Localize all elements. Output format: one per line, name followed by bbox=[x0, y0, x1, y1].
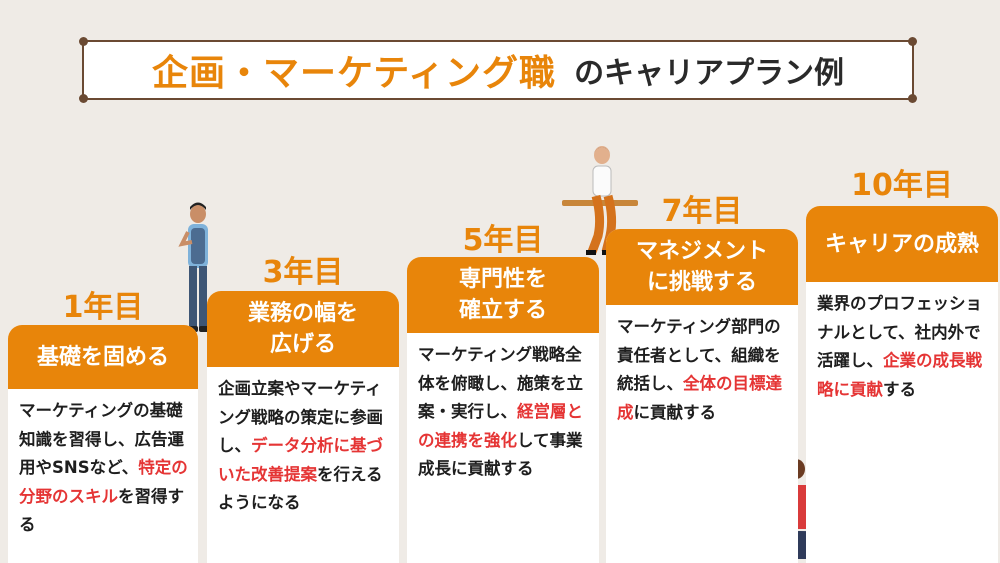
corner-dot bbox=[79, 37, 88, 46]
step-heading-line: キャリアの成熟 bbox=[824, 231, 979, 257]
step-heading: 基礎を固める bbox=[8, 325, 198, 389]
step-description: マーケティングの基礎知識を習得し、広告運用やSNSなど、特定の分野のスキルを習得… bbox=[8, 389, 198, 540]
year-label: 5年目 bbox=[462, 223, 544, 258]
step-highlight-text: 経営層との連携を強化 bbox=[418, 402, 583, 450]
step-description: 企画立案やマーケティング戦略の策定に参画し、データ分析に基づいた改善提案を行える… bbox=[207, 367, 399, 518]
year-label: 3年目 bbox=[262, 255, 344, 290]
step-heading-line: 専門性を bbox=[458, 267, 547, 292]
step-text: して事業成長に貢献する bbox=[418, 430, 583, 479]
step-heading: キャリアの成熟 bbox=[806, 206, 998, 282]
step-text: に貢献する bbox=[633, 402, 717, 422]
step-highlight-text: 企業の成長戦略に貢献 bbox=[817, 351, 982, 399]
step-heading-line: 広げる bbox=[269, 332, 336, 357]
step-heading-line: マネジメント bbox=[635, 239, 768, 264]
corner-dot bbox=[908, 94, 917, 103]
step-heading: マネジメント に挑戦する bbox=[606, 229, 798, 305]
step-highlight-text: 特定の分野のスキル bbox=[19, 458, 188, 506]
step-text: する bbox=[883, 379, 916, 399]
step-text: マーケティング戦略全体を俯瞰し、施策を立案・実行し、 bbox=[418, 345, 583, 421]
step-text: マーケティングの基礎知識を習得し、広告運用やSNSなど、 bbox=[19, 401, 184, 477]
step-text: を行えるようになる bbox=[218, 464, 383, 513]
career-step-card: 専門性を 確立する マーケティング戦略全体を俯瞰し、施策を立案・実行し、経営層と… bbox=[407, 257, 599, 563]
step-heading-line: に挑戦する bbox=[646, 270, 757, 295]
step-description: マーケティング部門の責任者として、組織を統括し、全体の目標達成に貢献する bbox=[606, 305, 798, 427]
title-sub: のキャリアプラン例 bbox=[574, 56, 845, 91]
title-main: 企画・マーケティング職 bbox=[151, 53, 557, 94]
step-highlight-text: 全体の目標達成 bbox=[617, 374, 782, 422]
career-step-card: キャリアの成熟 業界のプロフェッショナルとして、社内外で活躍し、企業の成長戦略に… bbox=[806, 206, 998, 563]
corner-dot bbox=[79, 94, 88, 103]
title-banner: 企画・マーケティング職 のキャリアプラン例 bbox=[79, 37, 917, 103]
career-step-card: 業務の幅を 広げる 企画立案やマーケティング戦略の策定に参画し、データ分析に基づ… bbox=[207, 291, 399, 563]
step-description: マーケティング戦略全体を俯瞰し、施策を立案・実行し、経営層との連携を強化して事業… bbox=[407, 333, 599, 484]
career-step-card: マネジメント に挑戦する マーケティング部門の責任者として、組織を統括し、全体の… bbox=[606, 229, 798, 563]
step-heading-line: 確立する bbox=[458, 298, 547, 323]
step-text: を習得する bbox=[19, 486, 184, 535]
step-highlight-text: データ分析に基づいた改善提案 bbox=[218, 436, 383, 484]
year-label: 1年目 bbox=[62, 290, 144, 325]
step-heading-line: 基礎を固める bbox=[36, 344, 169, 370]
corner-dot bbox=[908, 37, 917, 46]
step-text: 業界のプロフェッショナルとして、社内外で活躍し、 bbox=[817, 294, 982, 370]
step-heading: 業務の幅を 広げる bbox=[207, 291, 399, 367]
step-heading-line: 業務の幅を bbox=[247, 301, 358, 326]
step-heading: 専門性を 確立する bbox=[407, 257, 599, 333]
year-label: 10年目 bbox=[851, 168, 953, 203]
step-text: 企画立案やマーケティング戦略の策定に参画し、 bbox=[218, 379, 383, 455]
career-step-card: 基礎を固める マーケティングの基礎知識を習得し、広告運用やSNSなど、特定の分野… bbox=[8, 325, 198, 563]
step-text: マーケティング部門の責任者として、組織を統括し、 bbox=[617, 317, 781, 393]
year-label: 7年目 bbox=[661, 194, 743, 229]
thinking-man-illustration bbox=[178, 202, 211, 332]
step-description: 業界のプロフェッショナルとして、社内外で活躍し、企業の成長戦略に貢献する bbox=[806, 282, 998, 404]
